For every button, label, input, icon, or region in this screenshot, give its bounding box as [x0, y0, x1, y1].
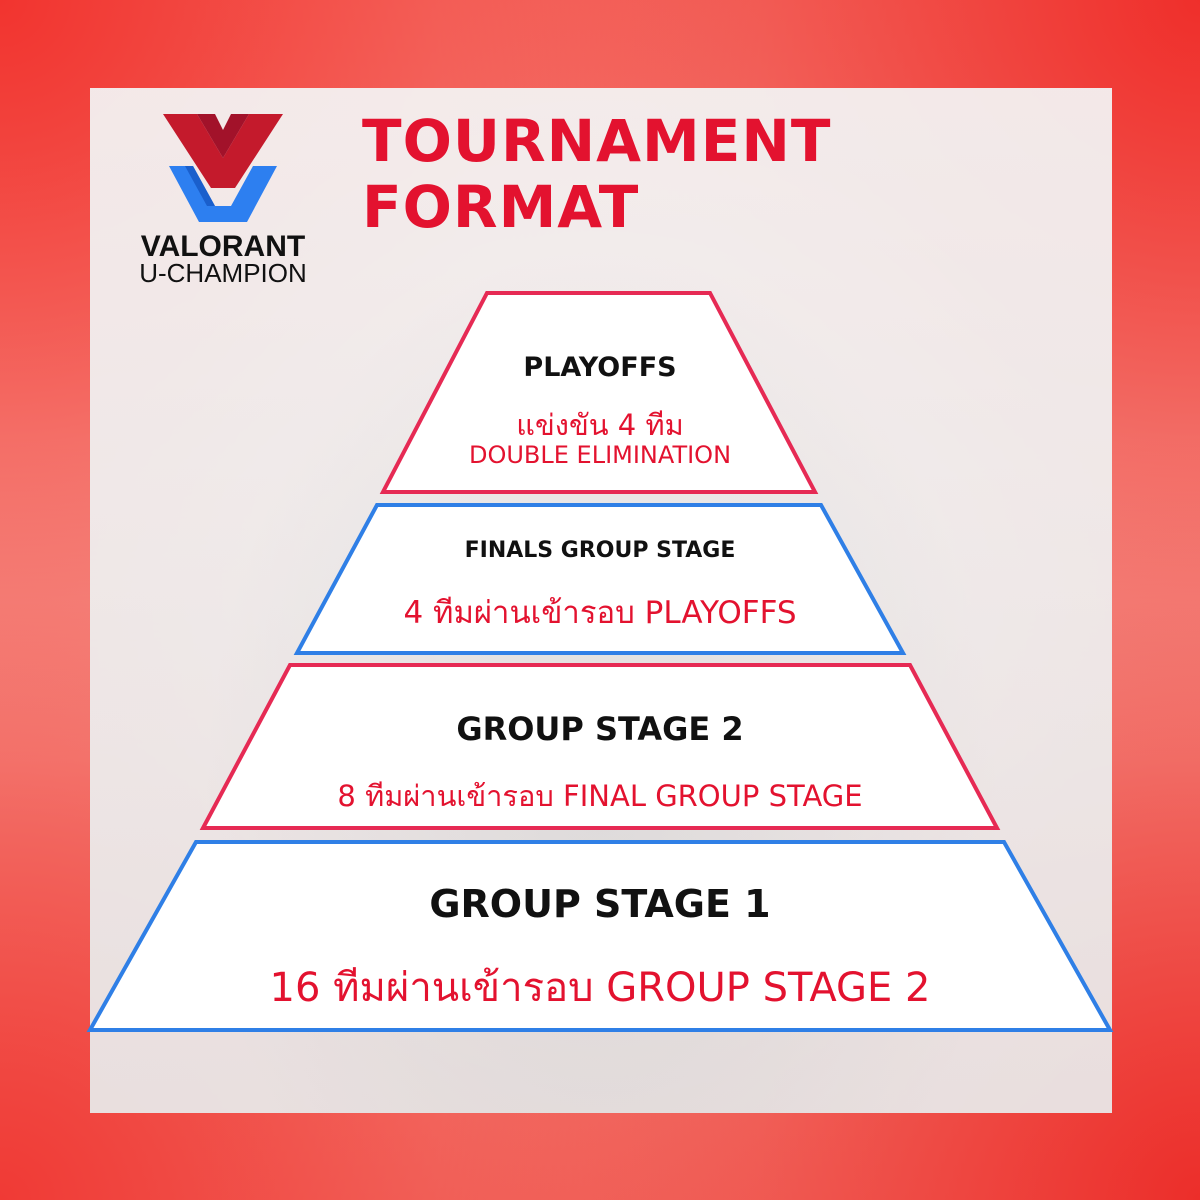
- title-line-1: TOURNAMENT: [362, 107, 832, 175]
- valorant-u-champion-logo: VALORANT U-CHAMPION: [118, 106, 328, 288]
- tier-group-stage-2-shape: [199, 663, 1001, 830]
- tier-group-stage-1-heading: GROUP STAGE 1: [429, 882, 771, 926]
- tier-playoffs-shape: [379, 291, 819, 494]
- tier-group-stage-1-shape: [86, 840, 1114, 1032]
- tier-finals-group-stage-heading: FINALS GROUP STAGE: [464, 538, 736, 563]
- tier-group-stage-1-desc: 16 ทีมผ่านเข้ารอบ GROUP STAGE 2: [269, 965, 931, 1011]
- tier-playoffs-teams: แข่งขัน 4 ทีม: [516, 408, 684, 442]
- tier-playoffs-heading: PLAYOFFS: [523, 352, 677, 383]
- logo-wordmark: VALORANT: [140, 230, 306, 263]
- logo-subtitle: U-CHAMPION: [139, 258, 307, 288]
- title-line-2: FORMAT: [362, 173, 640, 241]
- page-title: TOURNAMENT FORMAT: [362, 108, 832, 240]
- tier-group-stage-2-desc: 8 ทีมผ่านเข้ารอบ FINAL GROUP STAGE: [337, 779, 863, 813]
- tier-group-stage-2-heading: GROUP STAGE 2: [456, 710, 744, 748]
- logo-mark-icon: [163, 114, 283, 222]
- tier-finals-group-stage-desc: 4 ทีมผ่านเข้ารอบ PLAYOFFS: [403, 595, 797, 631]
- tier-finals-group-stage-shape: [293, 503, 907, 655]
- tier-playoffs-format: DOUBLE ELIMINATION: [468, 441, 732, 469]
